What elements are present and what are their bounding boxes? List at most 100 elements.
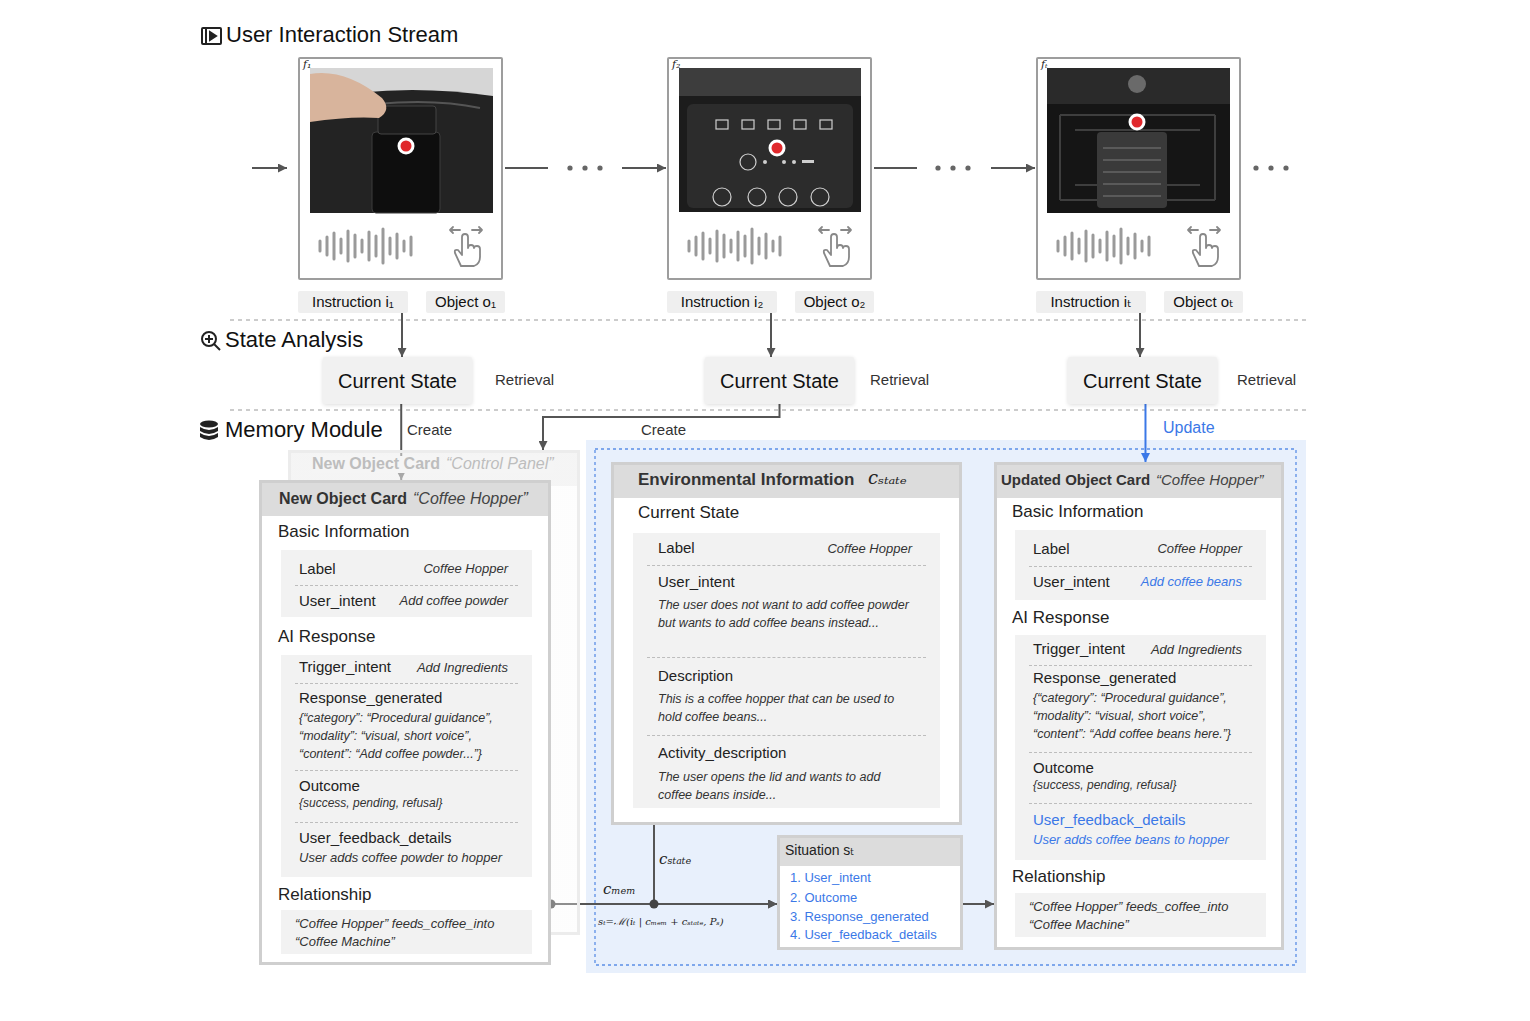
connector (1144, 404, 1146, 462)
step-label: Retrieval (870, 371, 929, 389)
tag-text: Object oₜ (1173, 293, 1233, 311)
video-frame: f₂ (667, 57, 872, 280)
object-tag: Object o₁ (426, 291, 505, 313)
state-title: Current State (720, 369, 839, 393)
field-name: Activity_description (658, 744, 786, 762)
frame-index: f₁ (303, 58, 311, 71)
field-name: User_feedback_details (1033, 811, 1186, 829)
field-value: The user does not want to add coffee pow… (658, 596, 910, 632)
instruction-tag: Instruction iₜ (1036, 291, 1146, 313)
audio-waveform (689, 229, 780, 263)
row-divider (1029, 566, 1252, 567)
field-value: This is a coffee hopper that can be used… (658, 690, 910, 726)
object-card: Updated Object Card“Coffee Hopper”Basic … (994, 462, 1284, 950)
state-box: Current State (705, 357, 854, 404)
card-title: Updated Object Card (1001, 471, 1150, 489)
gesture-icon (1188, 227, 1220, 266)
field-group: Basic InformationLabelCoffee HopperUser_… (1015, 530, 1266, 600)
field-name: Outcome (1033, 759, 1094, 777)
field-value: Add coffee powder (400, 593, 508, 609)
field-name: User_feedback_details (299, 829, 452, 847)
card-subtitle: “Control Panel” (446, 456, 554, 473)
connector (963, 903, 994, 905)
object-card: New Object Card“Coffee Hopper”Basic Info… (259, 480, 551, 965)
row-divider (295, 683, 518, 684)
field-value: {success, pending, refusal} (299, 796, 442, 810)
tag-text: Object o₂ (804, 293, 866, 311)
section-heading: Basic Information (278, 522, 409, 542)
field-name: User_intent (658, 573, 735, 591)
connector (874, 167, 1035, 169)
connector (543, 404, 780, 450)
tag-text: Object o₁ (435, 293, 496, 311)
list-item: 1. User_intent (790, 870, 871, 886)
connector (770, 313, 772, 357)
connector (401, 313, 403, 357)
field-value: Add coffee beans (1141, 574, 1242, 590)
connector (505, 167, 666, 169)
object-tag: Object o₂ (795, 291, 874, 313)
state-box: Current State (323, 357, 472, 404)
section-heading: Basic Information (1012, 502, 1143, 522)
field-group: Relationship“Coffee Hopper” feeds_coffee… (1015, 893, 1266, 937)
section-heading: AI Response (1012, 608, 1109, 628)
edge-label: cₛₜₐₜₑ (659, 850, 691, 868)
instruction-tag: Instruction i₁ (298, 291, 408, 313)
row-divider (1029, 665, 1252, 666)
field-value: Coffee Hopper (423, 561, 508, 577)
environment-card: Environmental Information cₛₜₐₜₑCurrent S… (611, 462, 962, 825)
field-value: “Coffee Hopper” feeds_coffee_into “Coffe… (1029, 898, 1257, 934)
junction-dot (650, 900, 659, 909)
row-divider (647, 657, 926, 658)
field-value: {success, pending, refusal} (1033, 778, 1176, 792)
tag-text: Instruction iₜ (1050, 293, 1131, 311)
row-divider (647, 565, 926, 566)
field-name: User_intent (299, 592, 376, 610)
step-label: Retrieval (1237, 371, 1296, 389)
edge-label: Create (641, 421, 686, 439)
field-value: The user opens the lid and wants to add … (658, 768, 910, 804)
object-tag: Object oₜ (1164, 291, 1243, 313)
update-region (586, 440, 1306, 973)
film-icon (202, 28, 221, 44)
frame-index: fₜ (1041, 58, 1048, 71)
update-region-border (595, 449, 1296, 965)
audio-waveform (320, 229, 411, 263)
field-name: Label (299, 560, 336, 578)
field-value: Add Ingredients (417, 660, 508, 676)
field-group: Basic InformationLabelCoffee HopperUser_… (281, 550, 532, 617)
section-title: State Analysis (225, 327, 363, 353)
field-name: Label (658, 539, 695, 557)
card-title: New Object Card (279, 489, 407, 508)
field-value: User adds coffee beans to hopper (1033, 832, 1229, 848)
section-heading: Current State (638, 503, 739, 523)
list-item: 3. Response_generated (790, 909, 929, 925)
field-value: “Coffee Hopper” feeds_coffee_into “Coffe… (295, 915, 523, 951)
row-divider (295, 770, 518, 771)
field-group: Relationship“Coffee Hopper” feeds_coffee… (281, 910, 532, 954)
section-title: User Interaction Stream (226, 22, 458, 48)
card-title: Environmental Information (638, 470, 854, 490)
row-divider (647, 735, 926, 736)
database-icon (200, 421, 218, 441)
list-item: 4. User_feedback_details (790, 927, 937, 943)
field-value: Coffee Hopper (1157, 541, 1242, 557)
edge-label: Create (407, 421, 452, 439)
row-divider (295, 585, 518, 586)
field-value: {“category”: “Procedural guidance”, “mod… (1033, 689, 1261, 743)
section-heading: Relationship (278, 885, 372, 905)
field-value: Add Ingredients (1151, 642, 1242, 658)
search-icon (202, 332, 220, 350)
field-value: User adds coffee powder to hopper (299, 850, 502, 866)
photo-hopper (310, 68, 493, 213)
section-divider (230, 409, 1310, 410)
field-name: Description (658, 667, 733, 685)
video-frame: fₜ (1036, 57, 1241, 280)
state-box: Current State (1068, 357, 1217, 404)
gesture-icon (819, 227, 851, 266)
frame-index: f₂ (672, 58, 680, 71)
math-symbol: cₛₜₐₜₑ (868, 467, 907, 489)
formula: sₜ=ℳ(iₜ | cₘₑₘ + cₛₜₐₜₑ, Pₛ) (598, 916, 724, 928)
box-title: Situation sₜ (785, 842, 855, 859)
instruction-tag: Instruction i₂ (667, 291, 777, 313)
